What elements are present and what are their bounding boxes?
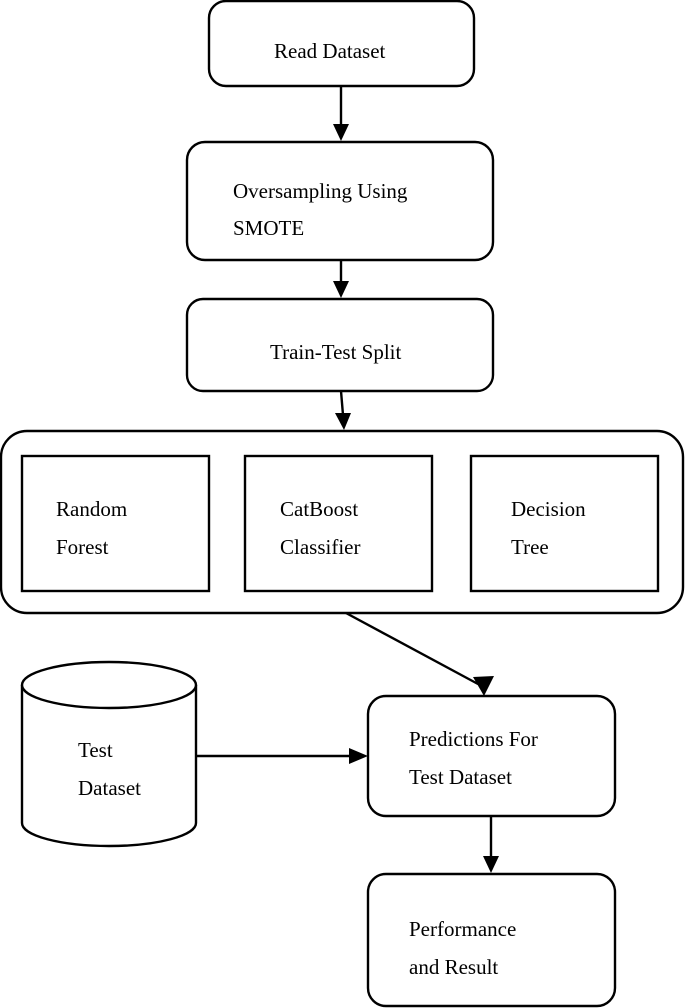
node-catboost: CatBoost Classifier <box>243 454 434 593</box>
read-dataset-label: Read Dataset <box>274 39 386 63</box>
predictions-label-line2: Test Dataset <box>409 765 512 789</box>
random-forest-box <box>20 454 211 593</box>
train-test-split-label: Train-Test Split <box>270 340 402 364</box>
node-predictions: Predictions For Test Dataset <box>366 694 617 818</box>
performance-label-line2: and Result <box>409 955 498 979</box>
edges <box>196 86 499 873</box>
test-dataset-label-line2: Dataset <box>78 776 141 800</box>
test-dataset-cylinder-top <box>20 660 198 710</box>
predictions-label-line1: Predictions For <box>409 727 538 751</box>
node-random-forest: Random Forest <box>20 454 211 593</box>
arrowhead-performance <box>483 856 499 873</box>
decision-tree-label-line1: Decision <box>511 497 586 521</box>
oversampling-label-line2: SMOTE <box>233 216 304 240</box>
random-forest-label-line1: Random <box>56 497 127 521</box>
catboost-label-line2: Classifier <box>280 535 360 559</box>
edge-models-to-predictions <box>345 611 479 686</box>
catboost-box <box>243 454 434 593</box>
test-dataset-cylinder-body <box>20 685 198 848</box>
random-forest-label-line2: Forest <box>56 535 109 559</box>
node-train-test-split: Train-Test Split <box>185 297 495 393</box>
catboost-label-line1: CatBoost <box>280 497 358 521</box>
node-read-dataset: Read Dataset <box>207 0 476 88</box>
node-decision-tree: Decision Tree <box>469 454 660 593</box>
arrowhead-split <box>333 281 349 298</box>
node-oversampling: Oversampling Using SMOTE <box>185 140 495 262</box>
read-dataset-box <box>207 0 476 88</box>
arrowhead-models <box>335 413 351 430</box>
test-dataset-label-line1: Test <box>78 738 113 762</box>
node-performance: Performance and Result <box>366 872 617 1008</box>
performance-box <box>366 872 617 1008</box>
decision-tree-box <box>469 454 660 593</box>
train-test-split-box <box>185 297 495 393</box>
node-test-dataset: Test Dataset <box>20 660 198 848</box>
arrowhead-predictions-top <box>473 676 494 696</box>
edge-split-to-models <box>339 390 345 416</box>
oversampling-label-line1: Oversampling Using <box>233 179 408 203</box>
models-group: Random Forest CatBoost Classifier Decisi… <box>0 429 685 615</box>
arrowhead-oversampling <box>333 124 349 141</box>
arrowhead-predictions-left <box>349 748 368 764</box>
predictions-box <box>366 694 617 818</box>
performance-label-line1: Performance <box>409 917 516 941</box>
decision-tree-label-line2: Tree <box>511 535 549 559</box>
oversampling-box <box>185 140 495 262</box>
